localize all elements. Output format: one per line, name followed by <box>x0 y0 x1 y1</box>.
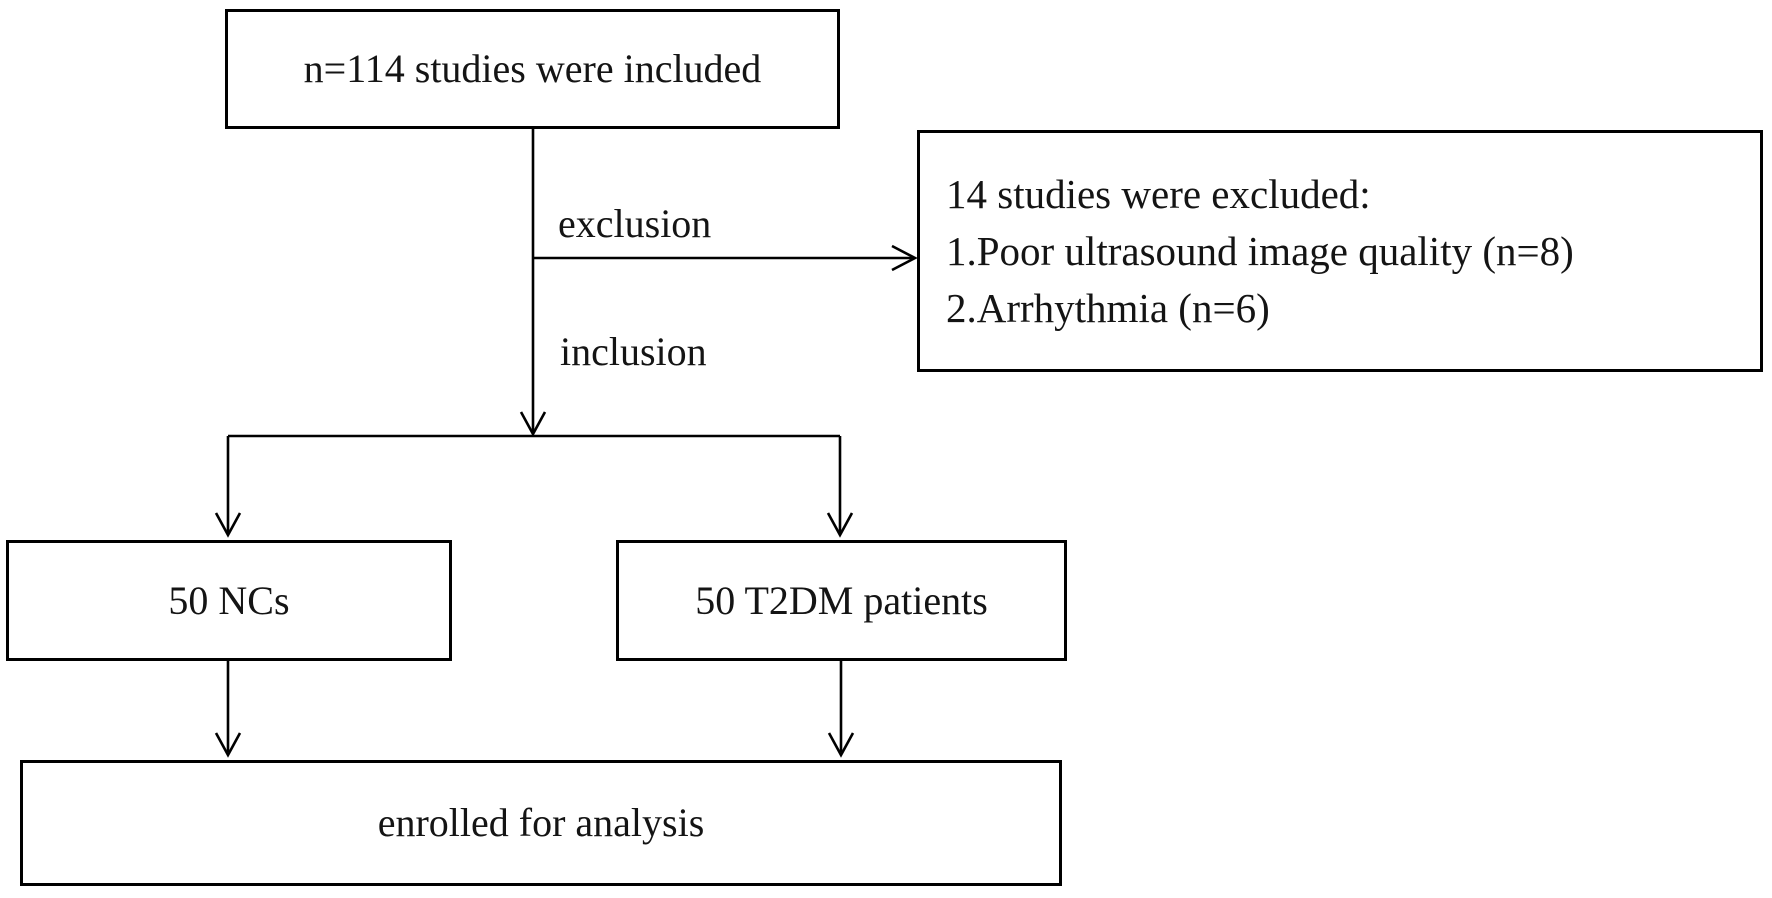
node-included: n=114 studies were included <box>225 9 840 129</box>
node-ncs: 50 NCs <box>6 540 452 661</box>
excluded-title: 14 studies were excluded: <box>946 170 1371 217</box>
edge-label-inclusion: inclusion <box>560 329 707 374</box>
node-enrolled: enrolled for analysis <box>20 760 1062 886</box>
node-enrolled-label: enrolled for analysis <box>377 800 705 845</box>
arrow-down-ncs-icon <box>214 512 242 538</box>
excluded-reason-2: 2.Arrhythmia (n=6) <box>946 284 1270 331</box>
excluded-reason-1: 1.Poor ultrasound image quality (n=8) <box>946 227 1574 274</box>
arrow-down-t2dm-icon <box>826 512 854 538</box>
node-t2dm-label: 50 T2DM patients <box>695 577 988 623</box>
node-ncs-label: 50 NCs <box>168 577 290 623</box>
arrow-down-to-split-icon <box>519 411 547 437</box>
arrow-down-enrolled-left-icon <box>214 732 242 758</box>
node-excluded: 14 studies were excluded: 1.Poor ultraso… <box>917 130 1763 372</box>
edge-label-exclusion: exclusion <box>558 201 712 246</box>
node-t2dm: 50 T2DM patients <box>616 540 1067 661</box>
arrow-down-enrolled-right-icon <box>827 732 855 758</box>
arrow-right-exclusion-icon <box>891 244 918 272</box>
node-included-label: n=114 studies were included <box>303 46 762 91</box>
